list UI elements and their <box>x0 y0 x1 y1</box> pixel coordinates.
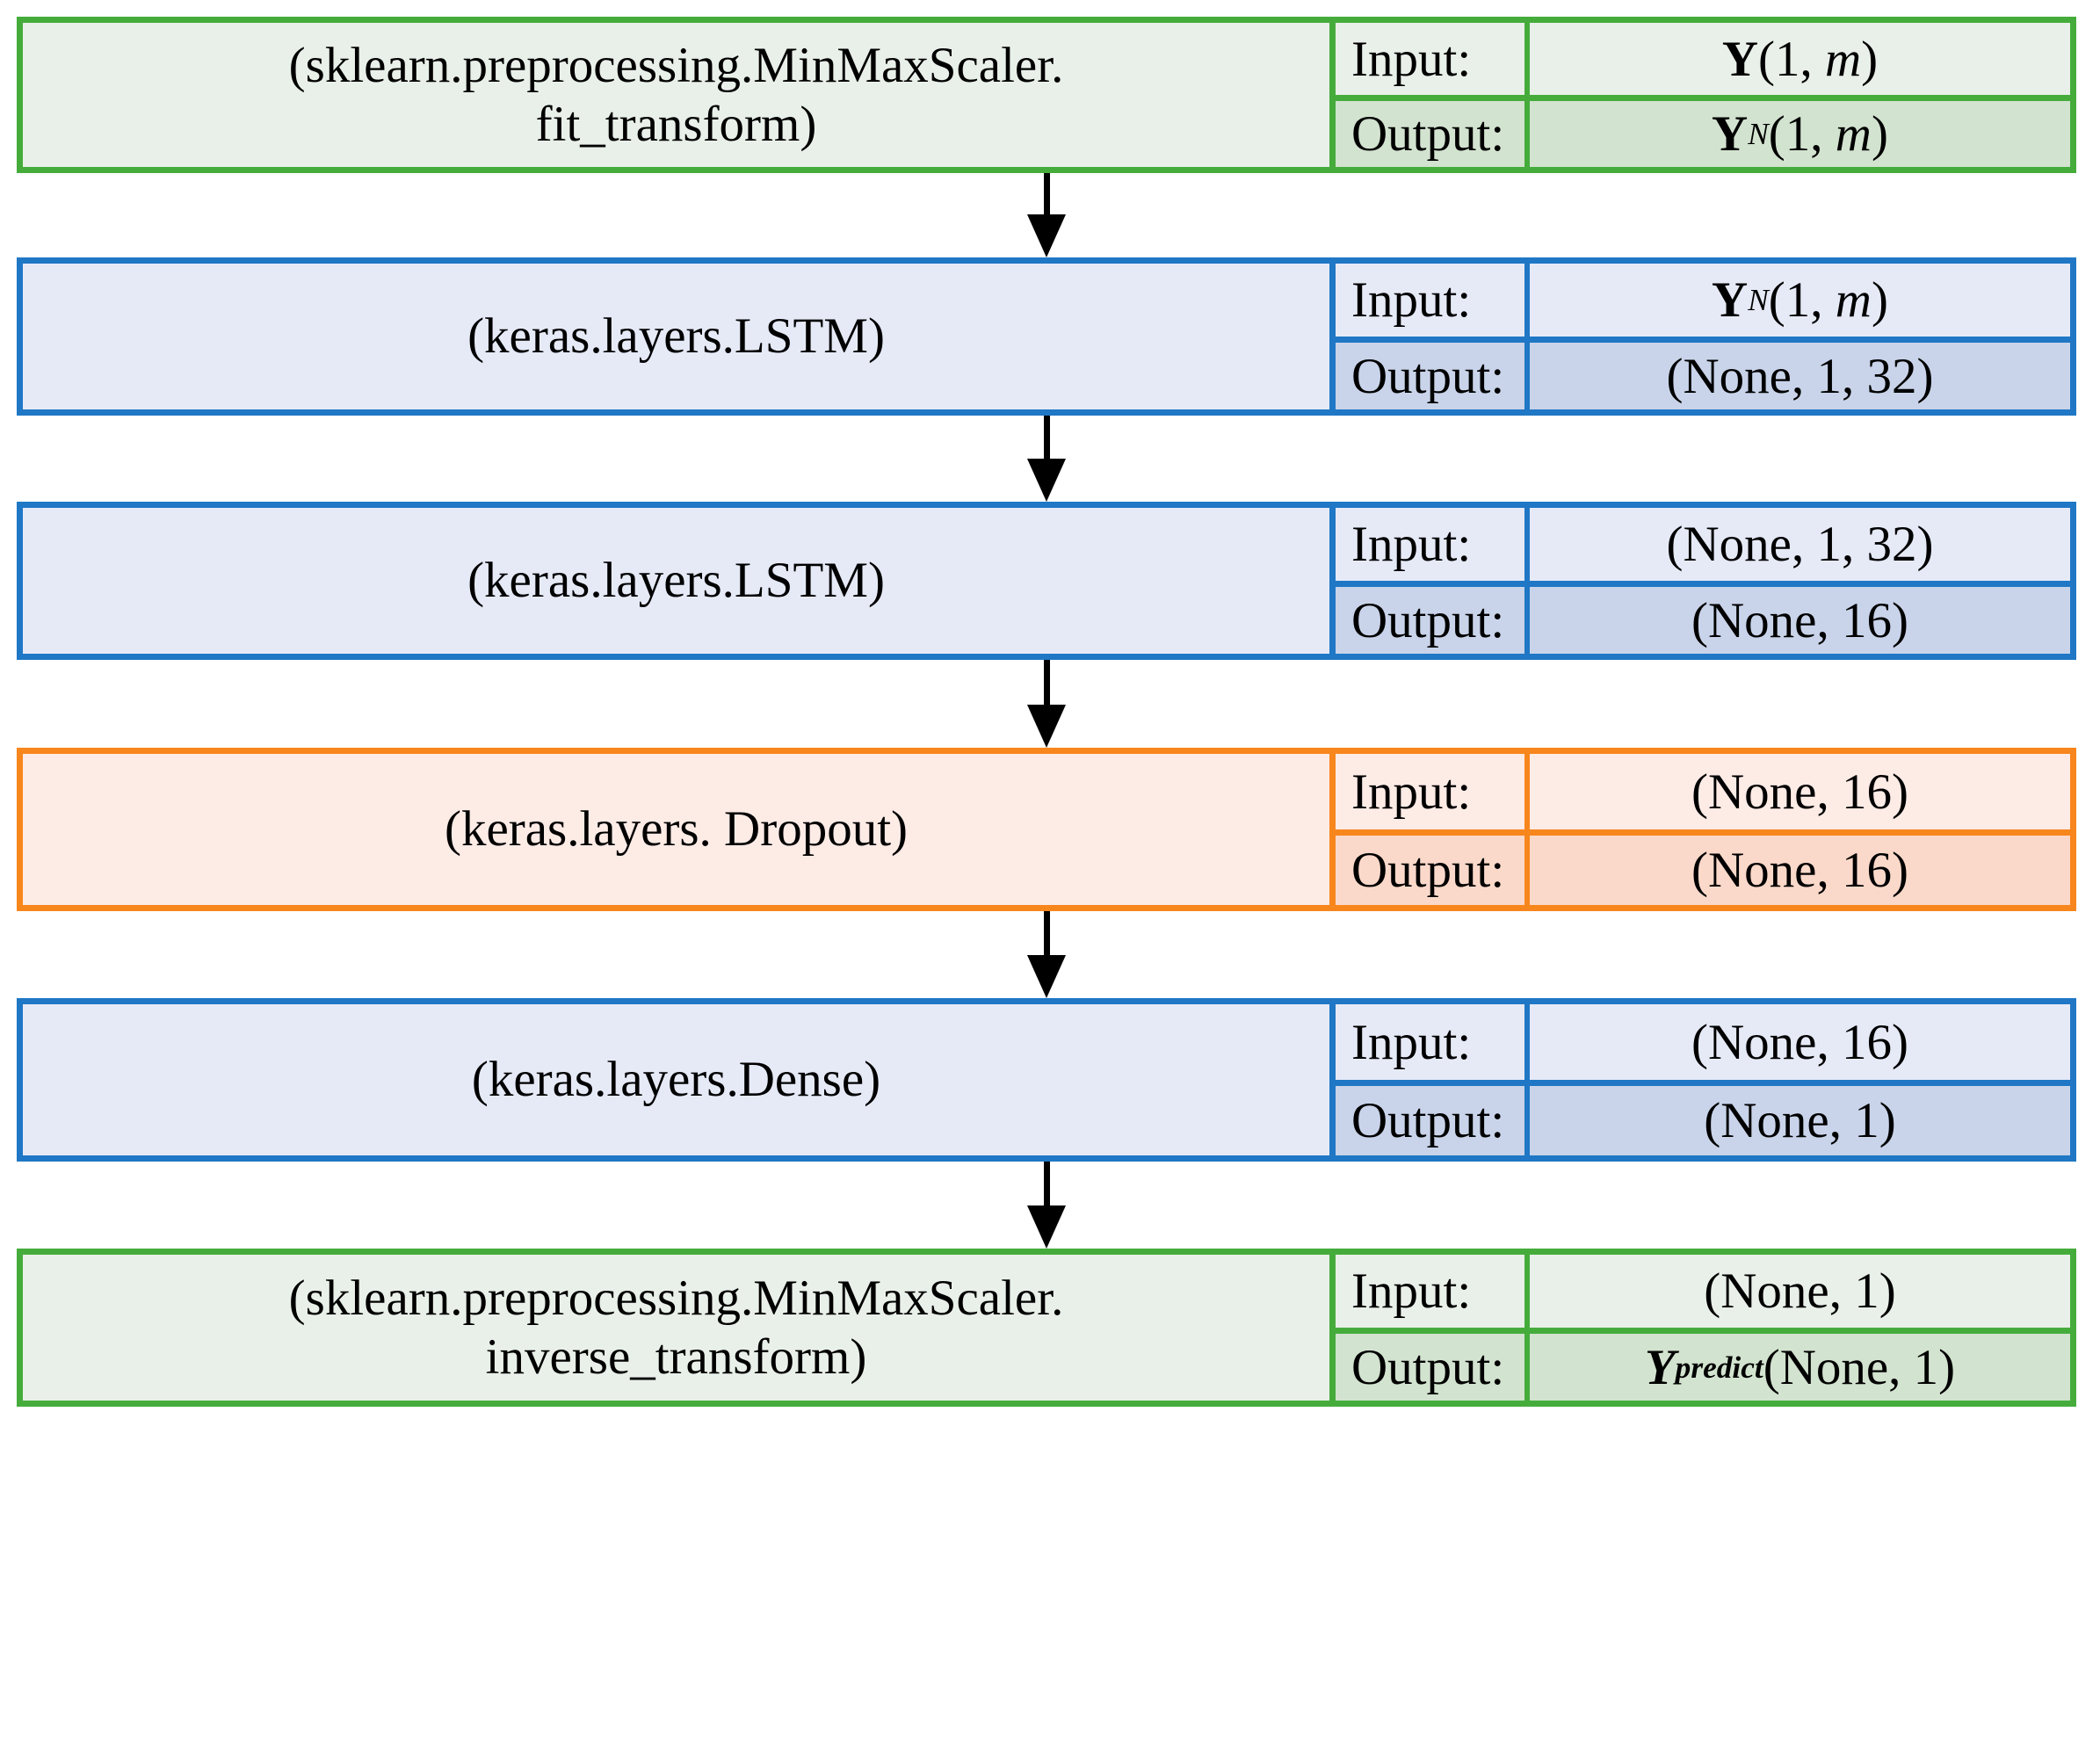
block-title: (keras.layers.LSTM) <box>23 264 1329 409</box>
io-table: Input: (None, 16) Output: (None, 1) <box>1329 1004 2070 1155</box>
io-row-input: Input: (None, 16) <box>1336 1004 2070 1080</box>
io-label-output: Output: <box>1351 592 1505 648</box>
io-row-output: Output: (None, 16) <box>1336 829 2070 905</box>
block-title-line-1: (keras.layers. Dropout) <box>444 801 909 858</box>
io-label-input: Input: <box>1351 764 1472 820</box>
io-value-output: (None, 1) <box>1524 1086 2070 1155</box>
block-title-line-1: (keras.layers.LSTM) <box>467 308 885 365</box>
block-title-line-2: inverse_transform) <box>485 1329 867 1385</box>
arrow-connector <box>1027 911 1066 998</box>
block-title-line-1: (sklearn.preprocessing.MinMaxScaler. <box>288 37 1064 93</box>
io-row-output: Output: (None, 16) <box>1336 581 2070 654</box>
io-label-input: Input: <box>1351 31 1472 87</box>
io-row-input: Input: (None, 16) <box>1336 754 2070 829</box>
io-label-input: Input: <box>1351 517 1472 572</box>
io-value-output: (None, 1, 32) <box>1524 343 2070 409</box>
io-row-output: Output: (None, 1) <box>1336 1080 2070 1155</box>
block-title-line-1: (sklearn.preprocessing.MinMaxScaler. <box>288 1270 1064 1326</box>
io-label-input: Input: <box>1351 1014 1472 1070</box>
arrow-connector <box>1027 173 1066 257</box>
arrow-connector <box>1027 660 1066 748</box>
io-row-output: Output: (None, 1, 32) <box>1336 337 2070 409</box>
io-label-input: Input: <box>1351 272 1472 328</box>
block-dense[interactable]: (keras.layers.Dense) Input: (None, 16) O… <box>17 998 2076 1162</box>
io-value-input: (None, 1) <box>1524 1255 2070 1328</box>
io-value-output: (None, 16) <box>1524 587 2070 654</box>
block-lstm-2[interactable]: (keras.layers.LSTM) Input: (None, 1, 32)… <box>17 502 2076 660</box>
io-value-input: (None, 1, 32) <box>1524 508 2070 581</box>
io-value-output: (None, 16) <box>1524 836 2070 905</box>
io-label-output: Output: <box>1351 843 1505 898</box>
io-label-output: Output: <box>1351 106 1505 162</box>
block-title-line-2: fit_transform) <box>535 97 817 152</box>
io-value-input: (None, 16) <box>1524 754 2070 829</box>
io-table: Input: (None, 1, 32) Output: (None, 16) <box>1329 508 2070 654</box>
block-minmaxscaler-fit-transform[interactable]: (sklearn.preprocessing.MinMaxScaler. fit… <box>17 17 2076 173</box>
io-label-output: Output: <box>1351 1339 1505 1395</box>
io-label-output: Output: <box>1351 348 1505 404</box>
io-row-input: Input: (None, 1, 32) <box>1336 508 2070 581</box>
io-row-input: Input: (None, 1) <box>1336 1255 2070 1328</box>
block-title: (keras.layers. Dropout) <box>23 754 1329 905</box>
block-title: (keras.layers.LSTM) <box>23 508 1329 654</box>
arrow-connector <box>1027 416 1066 502</box>
block-title-line-1: (keras.layers.LSTM) <box>467 553 885 609</box>
block-dropout[interactable]: (keras.layers. Dropout) Input: (None, 16… <box>17 748 2076 911</box>
block-minmaxscaler-inverse-transform[interactable]: (sklearn.preprocessing.MinMaxScaler. inv… <box>17 1249 2076 1407</box>
arrow-connector <box>1027 1162 1066 1249</box>
io-row-input: Input: Y(1, m) <box>1336 23 2070 95</box>
io-label-output: Output: <box>1351 1093 1505 1148</box>
block-title-line-1: (keras.layers.Dense) <box>471 1052 881 1108</box>
block-title: (sklearn.preprocessing.MinMaxScaler. inv… <box>23 1255 1329 1401</box>
io-table: Input: (None, 16) Output: (None, 16) <box>1329 754 2070 905</box>
io-value-input: (None, 16) <box>1524 1004 2070 1080</box>
io-label-input: Input: <box>1351 1263 1472 1319</box>
block-title: (keras.layers.Dense) <box>23 1004 1329 1155</box>
block-title: (sklearn.preprocessing.MinMaxScaler. fit… <box>23 23 1329 167</box>
io-value-input: Y(1, m) <box>1524 23 2070 95</box>
